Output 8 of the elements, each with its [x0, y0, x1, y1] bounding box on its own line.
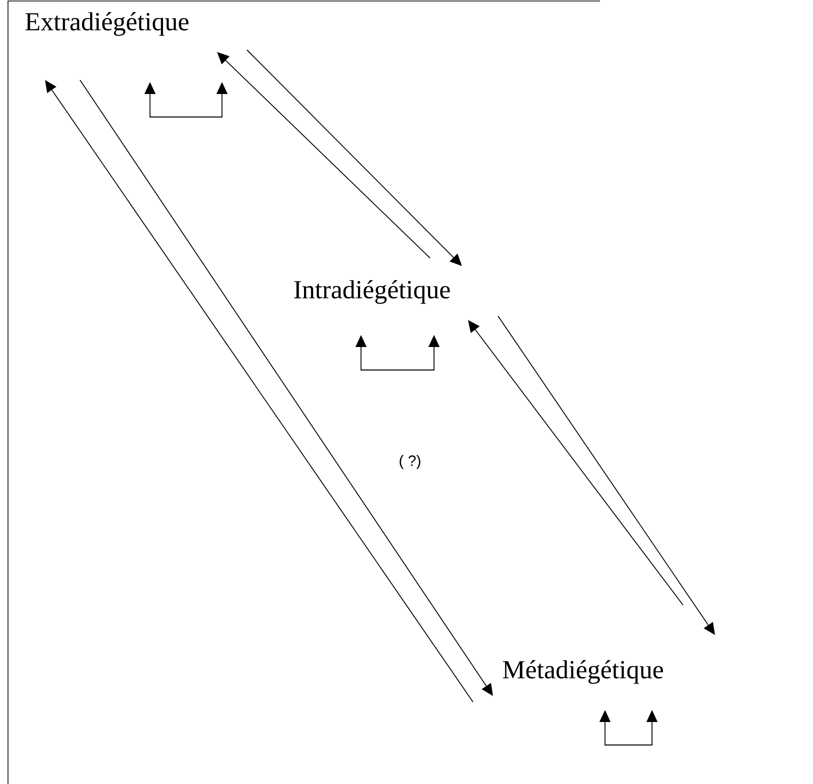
- note-text: ( ?): [400, 455, 420, 469]
- level-label: Métadiégétique: [502, 660, 663, 684]
- arrow: [246, 50, 462, 266]
- arrow: [217, 52, 430, 258]
- level-label: Intradiégétique: [294, 280, 450, 304]
- arrow: [498, 316, 715, 635]
- level-label: Extradiégétique: [25, 12, 188, 36]
- arrow: [468, 320, 684, 606]
